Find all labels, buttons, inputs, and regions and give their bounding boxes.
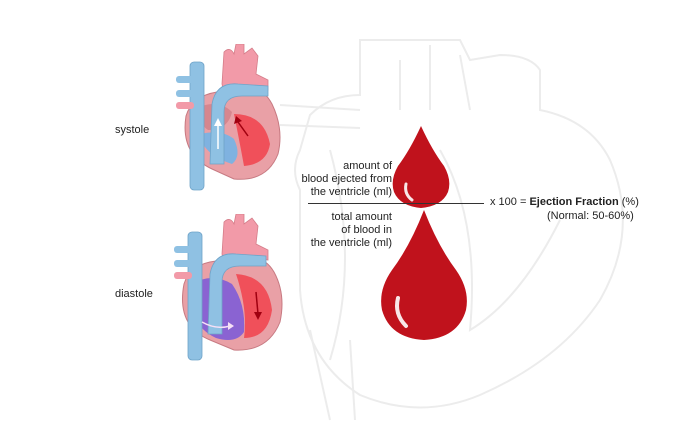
normal-range-text: (Normal: 50-60%): [547, 210, 634, 222]
denominator-line-3: the ventricle (ml): [310, 237, 392, 249]
denominator-line-2: of blood in: [341, 224, 392, 236]
numerator-text: amount of blood ejected from the ventric…: [282, 160, 393, 199]
percent-unit: (%): [621, 196, 639, 208]
diastole-label: diastole: [115, 288, 153, 300]
large-blood-drop-icon: [381, 210, 467, 340]
systole-heart-illustration: [176, 44, 281, 191]
ejection-fraction-label: Ejection Fraction: [529, 196, 619, 208]
formula: x 100 = Ejection Fraction (%): [490, 196, 639, 208]
numerator-line-2: blood ejected from: [301, 173, 393, 185]
small-blood-drop-icon: [392, 126, 450, 208]
multiplier-text: x 100 =: [490, 196, 527, 208]
fraction-line: [308, 203, 484, 204]
denominator-line-1: total amount: [331, 211, 392, 223]
numerator-line-1: amount of: [343, 160, 392, 172]
diastole-heart-illustration: [174, 214, 283, 361]
systole-label: systole: [115, 124, 150, 136]
numerator-line-3: the ventricle (ml): [310, 186, 392, 198]
denominator-text: total amount of blood in the ventricle (…: [282, 211, 392, 250]
